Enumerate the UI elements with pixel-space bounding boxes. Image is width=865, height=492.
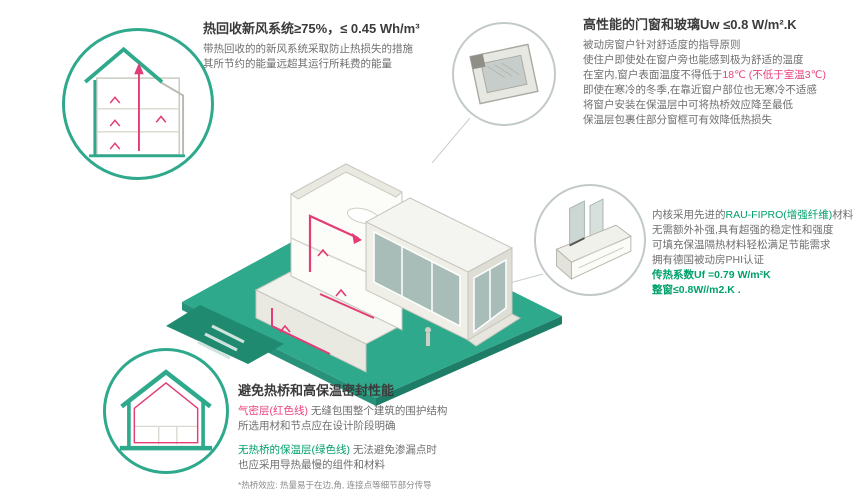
window-corner-inset-circle [452, 22, 556, 126]
windows-line4: 即使在寒冷的冬季,在靠近窗户部位也无寒冷不适感 [583, 84, 817, 96]
profile-line1-post: 材料 [832, 209, 854, 221]
window-profile-inset-circle [534, 184, 646, 296]
airtight-red-line [133, 382, 199, 444]
thermal-p2-rest: 无法避免渗漏点时 [350, 444, 437, 456]
profile-line2: 无需额外补强,具有超强的稳定性和强度 [652, 224, 834, 236]
profile-line1: 内核采用先进的RAU-FIPRO(增强纤维)材料 [652, 208, 864, 223]
house-left-wing [254, 271, 402, 373]
windows-title: 高性能的门窗和玻璃Uw ≤0.8 W/m².K [583, 17, 797, 32]
windows-line3-red: 18℃ (不低于室温3℃) [722, 69, 826, 81]
profile-uw-value: 整窗≤0.8W//m2.K . [652, 284, 741, 296]
thermal-title: 避免热桥和高保温密封性能 [238, 383, 395, 398]
thermal-p1-line1: 气密层(红色线) 无缝包围整个建筑的围护结构 [238, 404, 578, 419]
windows-line2: 使住户即使处在窗户旁也能感到极为舒适的温度 [583, 54, 804, 66]
hrv-section: 热回收新风系统≥75%，≤ 0.45 Wh/m³ 带热回收的的新风系统采取防止热… [203, 20, 483, 72]
window-profile-illustration [555, 198, 632, 281]
thermal-p1-rest: 无缝包围整个建筑的围护结构 [308, 405, 448, 417]
windows-line3-pre: 在室内,窗户表面温度不得低于 [583, 69, 723, 81]
garden-steps [197, 324, 245, 360]
windows-line3: 在室内,窗户表面温度不得低于18℃ (不低于室温3℃) [583, 68, 861, 83]
insulation-green-line [120, 369, 212, 409]
hrv-body-line2: 其所节约的能量远超其运行所耗费的能量 [203, 58, 392, 70]
thermal-para2: 无热桥的保温层(绿色线) 无法避免渗漏点时 也应采用导热最慢的组件和材料 [238, 443, 578, 473]
thermal-inset-circle [103, 348, 229, 474]
profile-section: 内核采用先进的RAU-FIPRO(增强纤维)材料 无需额外补强,具有超强的稳定性… [652, 208, 864, 298]
window-corner-illustration [469, 43, 539, 105]
profile-uf-value: 传热系数Uf =0.79 W/m²K [652, 269, 771, 281]
thermal-footnote: *热桥效应: 热量易于在边,角, 连接点等细节部分传导 [238, 480, 432, 490]
hrv-duct-arrows [109, 62, 167, 151]
thermal-para1: 气密层(红色线) 无缝包围整个建筑的围护结构 所选用材和节点应在设计阶段明确 [238, 404, 578, 434]
human-figure [425, 327, 431, 346]
profile-line1-material: RAU-FIPRO(增强纤维) [725, 209, 833, 221]
windows-line5: 将窗户安装在保温层中可将热桥效应降至最低 [583, 99, 793, 111]
thermal-p2-line2: 也应采用导热最慢的组件和材料 [238, 459, 385, 471]
profile-body: 内核采用先进的RAU-FIPRO(增强纤维)材料 无需额外补强,具有超强的稳定性… [652, 208, 864, 298]
windows-body: 被动房窗户针对舒适度的指导原则 使住户即使处在窗户旁也能感到极为舒适的温度 在室… [583, 38, 861, 128]
insulation-layer-label: 无热桥的保温层(绿色线) [238, 444, 350, 456]
thermal-p2-line1: 无热桥的保温层(绿色线) 无法避免渗漏点时 [238, 443, 578, 458]
airtight-layer-label: 气密层(红色线) [238, 405, 308, 417]
windows-line1: 被动房窗户针对舒适度的指导原则 [583, 39, 741, 51]
windows-section: 高性能的门窗和玻璃Uw ≤0.8 W/m².K 被动房窗户针对舒适度的指导原则 … [583, 16, 861, 128]
profile-line1-pre: 内核采用先进的 [652, 209, 726, 221]
profile-line3: 可填充保温隔热材料轻松满足节能需求 [652, 239, 831, 251]
thermal-p1-line2: 所选用材和节点应在设计阶段明确 [238, 420, 396, 432]
house-glass-block [364, 197, 522, 347]
hrv-title: 热回收新风系统≥75%，≤ 0.45 Wh/m³ [203, 21, 420, 36]
windows-line6: 保温层包裹住部分窗框可有效降低热损失 [583, 114, 772, 126]
thermal-envelope-illustration [119, 369, 213, 451]
hrv-inset-circle [62, 28, 214, 180]
main-house-illustration [166, 163, 562, 406]
profile-line4: 拥有德国被动房PHI认证 [652, 254, 765, 266]
hrv-body-line1: 带热回收的的新风系统采取防止热损失的措施 [203, 43, 413, 55]
hrv-body: 带热回收的的新风系统采取防止热损失的措施 其所节约的能量远超其运行所耗费的能量 [203, 42, 483, 72]
ventilation-ducts [308, 214, 375, 319]
hrv-house-illustration [84, 46, 185, 158]
thermal-section: 避免热桥和高保温密封性能 气密层(红色线) 无缝包围整个建筑的围护结构 所选用材… [238, 382, 578, 491]
